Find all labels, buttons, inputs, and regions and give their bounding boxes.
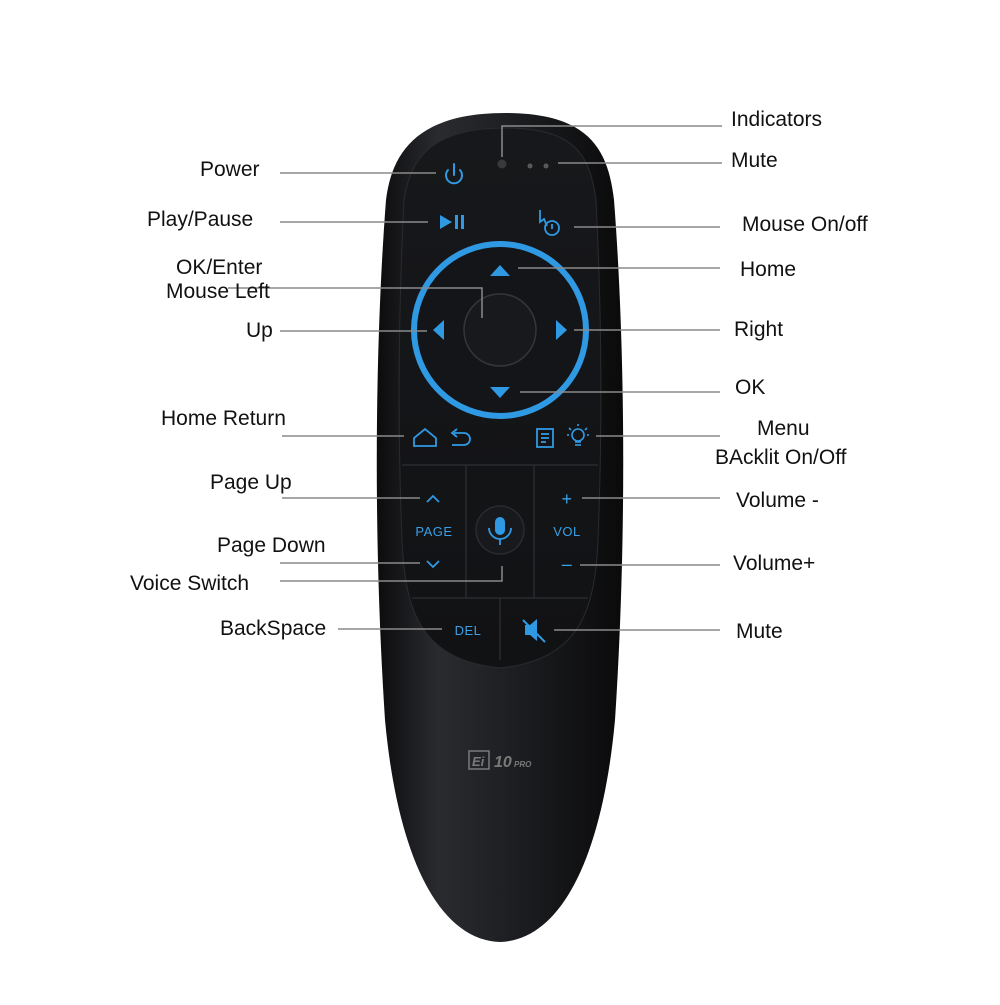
callout-home-return: Home Return [161, 407, 286, 430]
mute-indicator-dot [543, 163, 549, 169]
callout-mute-bottom: Mute [736, 620, 783, 643]
mouse-toggle-button[interactable] [539, 210, 560, 236]
callout-power: Power [200, 158, 260, 181]
return-button[interactable] [450, 428, 471, 446]
volume-rocker[interactable]: + VOL – [553, 489, 581, 574]
svg-text:10: 10 [494, 754, 512, 771]
callout-volume-plus: Volume+ [733, 552, 816, 575]
microphone-icon [488, 517, 512, 545]
callout-menu: Menu [757, 417, 810, 440]
indicator-led [497, 159, 507, 169]
callout-page-up: Page Up [210, 471, 292, 494]
callout-mouse-on-off: Mouse On/off [742, 213, 868, 236]
callout-mute-top: Mute [731, 149, 778, 172]
return-icon [450, 428, 471, 446]
vol-label: VOL [553, 524, 581, 539]
play-pause-icon [440, 215, 464, 229]
callout-up: Up [246, 319, 273, 342]
lower-panel-dividers [402, 464, 598, 660]
callout-backlit: BAcklit On/Off [715, 446, 847, 469]
del-button[interactable]: DEL [455, 623, 482, 638]
right-arrow-icon[interactable] [556, 320, 567, 340]
mouse-cursor-icon [539, 210, 560, 236]
ok-button[interactable] [463, 293, 537, 367]
mute-button[interactable] [522, 619, 546, 643]
del-label: DEL [455, 623, 482, 638]
callout-mouse-left: Mouse Left [166, 280, 270, 303]
callout-page-down: Page Down [217, 534, 326, 557]
voice-button[interactable] [475, 505, 525, 555]
callout-ok: OK [735, 376, 766, 399]
chevron-down-icon [426, 560, 440, 569]
callout-play-pause: Play/Pause [147, 208, 254, 231]
callout-volume-minus: Volume - [736, 489, 819, 512]
page-rocker[interactable]: PAGE [415, 494, 452, 569]
chevron-up-icon [426, 494, 440, 503]
callout-backspace: BackSpace [220, 617, 327, 640]
callout-home: Home [740, 258, 797, 281]
lightbulb-icon [567, 424, 589, 446]
down-arrow-icon[interactable] [490, 387, 510, 398]
callout-voice-switch: Voice Switch [130, 572, 250, 595]
dpad [411, 241, 589, 419]
svg-text:PRO: PRO [514, 760, 532, 769]
callout-ok-enter: OK/Enter [176, 256, 263, 279]
callout-indicators: Indicators [731, 108, 823, 131]
menu-button[interactable] [536, 428, 554, 448]
leader-lines [228, 125, 722, 631]
svg-text:Ei: Ei [472, 754, 485, 769]
play-pause-button[interactable] [440, 215, 464, 229]
menu-icon [536, 428, 554, 448]
power-button[interactable] [445, 163, 463, 185]
speaker-mute-icon [522, 619, 546, 643]
brand-logo: Ei 10 PRO [468, 750, 532, 771]
page-label: PAGE [415, 524, 452, 539]
volume-minus-sign: – [562, 554, 573, 574]
volume-plus-sign: + [561, 489, 572, 509]
callout-right: Right [734, 318, 784, 341]
up-arrow-icon[interactable] [490, 265, 510, 276]
mute-indicator-dot [527, 163, 533, 169]
power-icon [445, 163, 463, 185]
home-icon [413, 427, 437, 447]
backlight-button[interactable] [567, 424, 589, 446]
home-button[interactable] [413, 427, 437, 447]
left-arrow-icon[interactable] [433, 320, 444, 340]
